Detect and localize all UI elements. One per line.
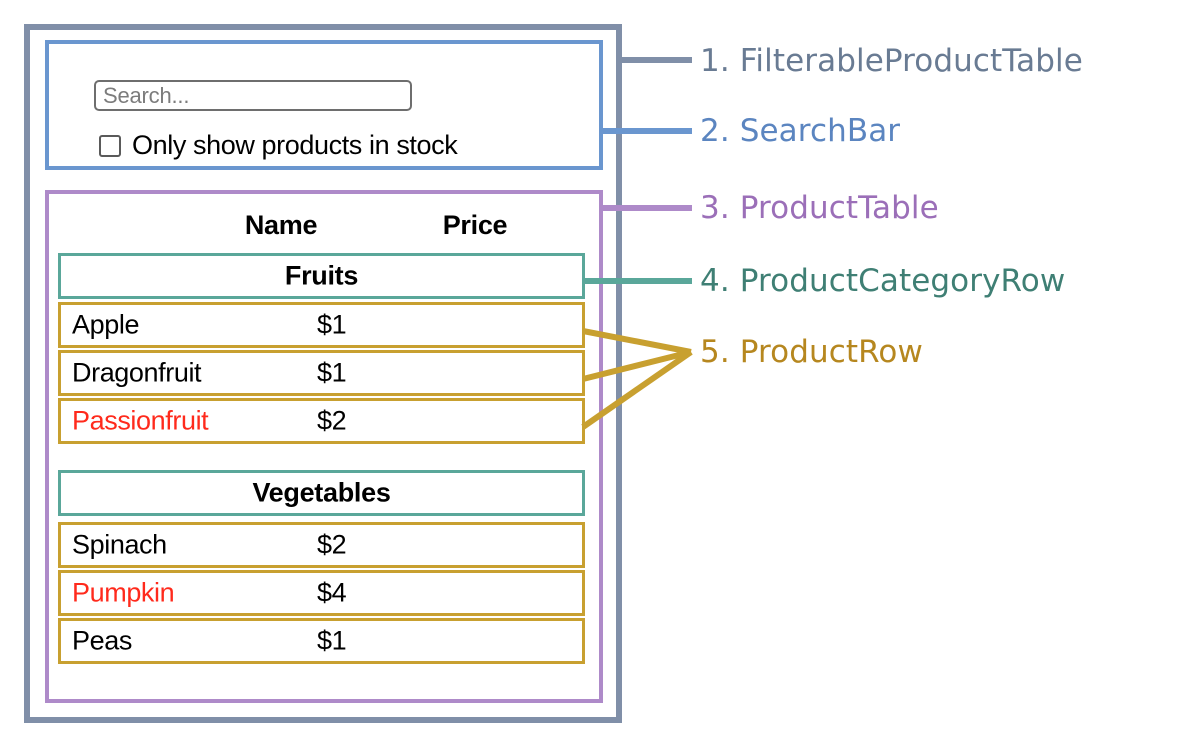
product-name: Spinach [72,529,167,560]
product-category-row-fruits: Fruits [58,253,585,299]
in-stock-checkbox-label: Only show products in stock [132,130,458,160]
annotation-label-product-row: 5. ProductRow [700,334,923,370]
product-price: $1 [317,357,347,388]
in-stock-checkbox[interactable] [99,134,121,157]
category-label: Vegetables [252,477,391,508]
search-input-placeholder: Search... [103,82,190,108]
product-name: Passionfruit [72,405,209,436]
product-table-header-row: Name Price [58,202,585,248]
product-price: $2 [317,529,347,560]
product-table-frame: Name Price Fruits Apple $1 Dragonfruit $… [45,190,603,703]
product-category-row-vegetables: Vegetables [58,470,585,516]
search-input[interactable]: Search... [94,80,412,111]
product-price: $1 [317,309,347,340]
product-price: $1 [317,625,347,656]
product-name: Dragonfruit [72,357,202,388]
product-row-apple: Apple $1 [58,302,585,348]
product-row-passionfruit: Passionfruit $2 [58,398,585,444]
annotation-label-product-category-row: 4. ProductCategoryRow [700,263,1066,299]
annotation-label-filterable-product-table: 1. FilterableProductTable [700,43,1083,79]
search-bar-frame: Search... Only show products in stock [45,40,603,170]
product-row-pumpkin: Pumpkin $4 [58,570,585,616]
product-row-spinach: Spinach $2 [58,522,585,568]
product-name: Peas [72,625,132,656]
product-price: $4 [317,577,347,608]
category-label: Fruits [284,260,359,291]
product-row-peas: Peas $1 [58,618,585,664]
product-price: $2 [317,405,347,436]
column-header-name: Name [244,209,318,240]
product-row-dragonfruit: Dragonfruit $1 [58,350,585,396]
annotation-label-search-bar: 2. SearchBar [700,113,901,149]
product-name: Pumpkin [72,577,175,608]
product-name: Apple [72,309,140,340]
annotation-label-product-table: 3. ProductTable [700,190,939,226]
in-stock-filter-row[interactable]: Only show products in stock [99,130,458,161]
column-header-price: Price [442,209,508,240]
